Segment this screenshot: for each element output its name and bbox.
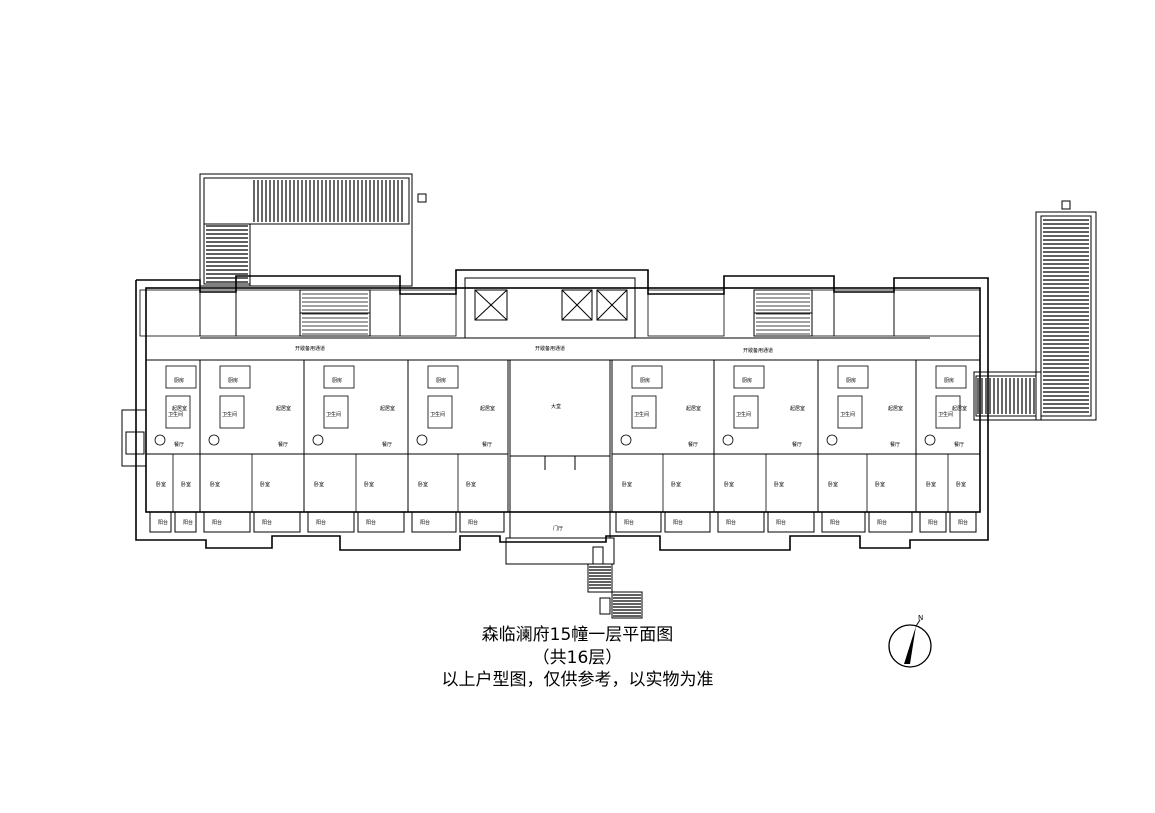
room-label: 卫生间	[840, 411, 855, 418]
room-label: 阳台	[726, 519, 736, 526]
room-label: 阳台	[262, 519, 272, 526]
room-label: 阳台	[366, 519, 376, 526]
left-stair	[299, 289, 371, 337]
room-label: 卧室	[724, 481, 734, 488]
room-label: 阳台	[316, 519, 326, 526]
room-label: 起居室	[480, 405, 495, 412]
room-label: 阳台	[624, 519, 634, 526]
room-label: 厨房	[436, 377, 446, 384]
room-label: 阳台	[830, 519, 840, 526]
room-label: 餐厅	[382, 441, 392, 448]
room-label: 卧室	[828, 481, 838, 488]
room-label: 卫生间	[736, 411, 751, 418]
room-label: 卧室	[364, 481, 374, 488]
room-label: 起居室	[380, 405, 395, 412]
room-label: 起居室	[952, 405, 967, 412]
room-label: 卧室	[622, 481, 632, 488]
north-label: N	[918, 614, 923, 622]
room-label: 餐厅	[954, 441, 964, 448]
room-label: 起居室	[790, 405, 805, 412]
room-label: 卧室	[260, 481, 270, 488]
room-label: 阳台	[958, 519, 968, 526]
room-label: 卧室	[418, 481, 428, 488]
room-label: 大堂	[551, 403, 561, 410]
elevation-tag	[1061, 200, 1071, 210]
room-label: 起居室	[888, 405, 903, 412]
room-label: 卫生间	[222, 411, 237, 418]
elevation-tag	[417, 193, 427, 203]
plan-title: 森临澜府15幢一层平面图	[481, 625, 674, 645]
room-label: 厨房	[846, 377, 856, 384]
left-bay-inner	[125, 431, 145, 455]
room-label: 门厅	[553, 525, 563, 532]
room-label: 厨房	[332, 377, 342, 384]
right-ramp	[973, 211, 1097, 421]
room-label: 卧室	[156, 481, 166, 488]
entrance-steps-treads	[302, 293, 810, 617]
floor-count: （共16层）	[532, 648, 623, 668]
room-label: 卫生间	[634, 411, 649, 418]
room-label: 卫生间	[168, 411, 183, 418]
room-label: 阳台	[158, 519, 168, 526]
room-label: 开敞备用通道	[535, 345, 565, 352]
room-label: 餐厅	[278, 441, 288, 448]
entrance-steps	[587, 546, 643, 619]
room-label: 阳台	[877, 519, 887, 526]
room-label: 阳台	[212, 519, 222, 526]
room-label: 卧室	[875, 481, 885, 488]
room-label: 厨房	[742, 377, 752, 384]
room-label: 餐厅	[482, 441, 492, 448]
left-ramp-steps	[206, 180, 1089, 414]
room-label: 卧室	[926, 481, 936, 488]
room-label: 厨房	[640, 377, 650, 384]
room-label: 阳台	[673, 519, 683, 526]
room-label: 厨房	[174, 377, 184, 384]
room-label: 起居室	[686, 405, 701, 412]
room-label: 卧室	[671, 481, 681, 488]
room-label: 卧室	[956, 481, 966, 488]
room-label: 餐厅	[688, 441, 698, 448]
left-ramp	[199, 173, 413, 287]
room-label: 卫生间	[938, 411, 953, 418]
room-label: 开敞备用通道	[743, 347, 773, 354]
room-label: 卧室	[314, 481, 324, 488]
room-label: 餐厅	[792, 441, 802, 448]
room-label: 阳台	[776, 519, 786, 526]
room-label: 厨房	[944, 377, 954, 384]
lobby-block	[505, 359, 615, 565]
room-label: 阳台	[420, 519, 430, 526]
room-labels: 大堂门厅开敞备用通道开敞备用通道开敞备用通道卧室卧室起居室卫生间厨房餐厅阳台阳台…	[156, 345, 968, 532]
room-label: 卧室	[774, 481, 784, 488]
room-label: 开敞备用通道	[295, 345, 325, 352]
apartment-units	[139, 289, 981, 533]
room-label: 卧室	[181, 481, 191, 488]
room-label: 起居室	[172, 405, 187, 412]
room-label: 起居室	[276, 405, 291, 412]
room-label: 餐厅	[174, 441, 184, 448]
room-label: 阳台	[928, 519, 938, 526]
room-label: 卧室	[210, 481, 220, 488]
north-arrow: N	[888, 614, 932, 668]
room-label: 阳台	[183, 519, 193, 526]
room-label: 卫生间	[430, 411, 445, 418]
right-stair	[753, 289, 813, 337]
room-label: 卧室	[466, 481, 476, 488]
elevator-core	[464, 277, 636, 339]
left-bay-window	[121, 409, 147, 467]
room-label: 卫生间	[326, 411, 341, 418]
disclaimer: 以上户型图，仅供参考，以实物为准	[441, 670, 714, 690]
room-label: 餐厅	[890, 441, 900, 448]
room-label: 厨房	[228, 377, 238, 384]
room-label: 阳台	[468, 519, 478, 526]
